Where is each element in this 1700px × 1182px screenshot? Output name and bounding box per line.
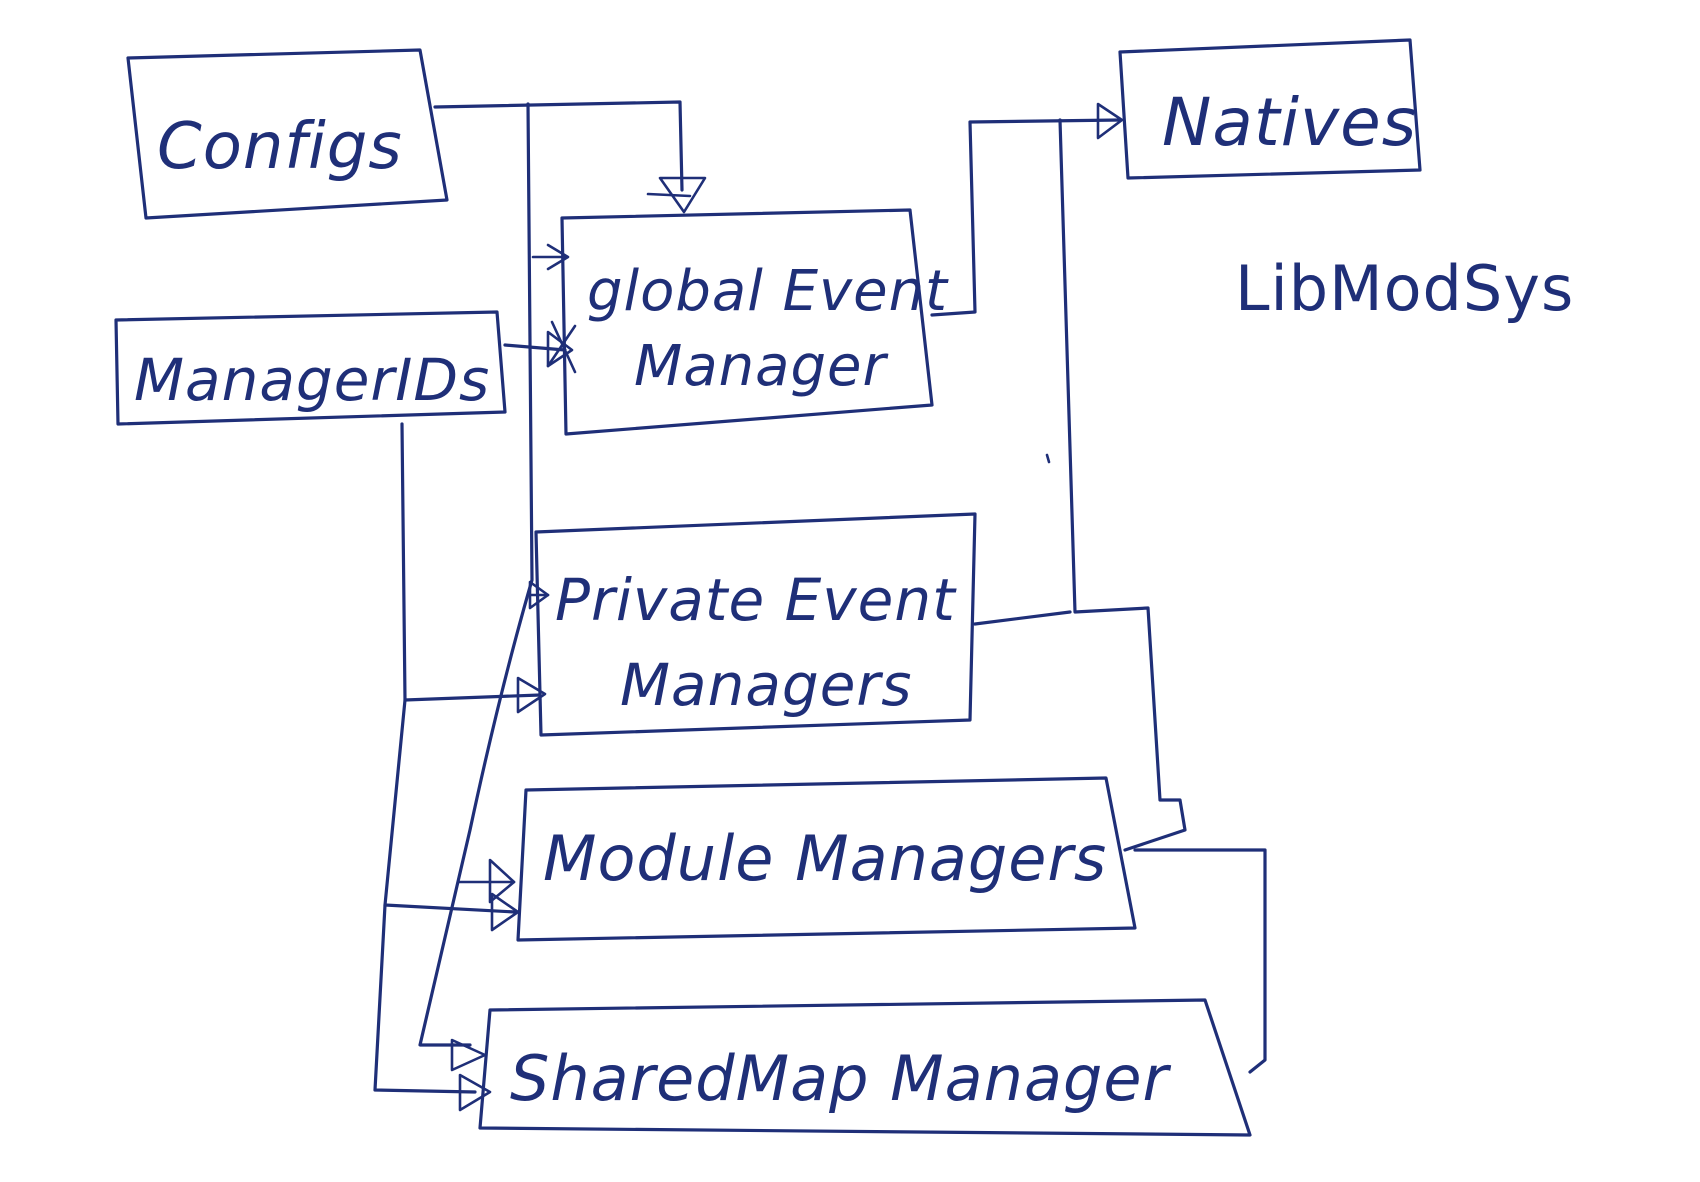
diagram-title: LibModSys bbox=[1235, 252, 1574, 325]
private-event-managers-label-line2: Managers bbox=[620, 651, 912, 719]
global-event-manager-label-line2: Manager bbox=[634, 334, 888, 399]
configs-label: Configs bbox=[157, 110, 403, 184]
global-event-manager-label-line1: global Event bbox=[587, 259, 949, 324]
private-event-managers-label-line1: Private Event bbox=[555, 566, 957, 634]
global-event-manager-box: global Event Manager bbox=[560, 208, 949, 436]
module-managers-box: Module Managers bbox=[516, 776, 1137, 942]
connector-managerids-to-global bbox=[503, 320, 577, 374]
private-event-managers-box: Private Event Managers bbox=[534, 512, 977, 737]
connector-global-to-natives bbox=[930, 102, 1124, 317]
shared-map-manager-label: SharedMap Manager bbox=[510, 1042, 1171, 1115]
module-managers-label: Module Managers bbox=[543, 822, 1107, 895]
configs-box: Configs bbox=[126, 48, 449, 220]
manager-ids-box: ManagerIDs bbox=[114, 310, 507, 426]
connector-configs-to-global bbox=[433, 100, 707, 214]
connector-natives-trunk bbox=[973, 118, 1267, 1074]
manager-ids-label: ManagerIDs bbox=[134, 346, 490, 414]
natives-label: Natives bbox=[1162, 84, 1417, 161]
connector-managerids-trunk bbox=[373, 422, 547, 1112]
natives-box: Natives bbox=[1118, 38, 1422, 180]
connector-configs-trunk bbox=[418, 102, 570, 1072]
shared-map-manager-box: SharedMap Manager bbox=[478, 998, 1252, 1137]
